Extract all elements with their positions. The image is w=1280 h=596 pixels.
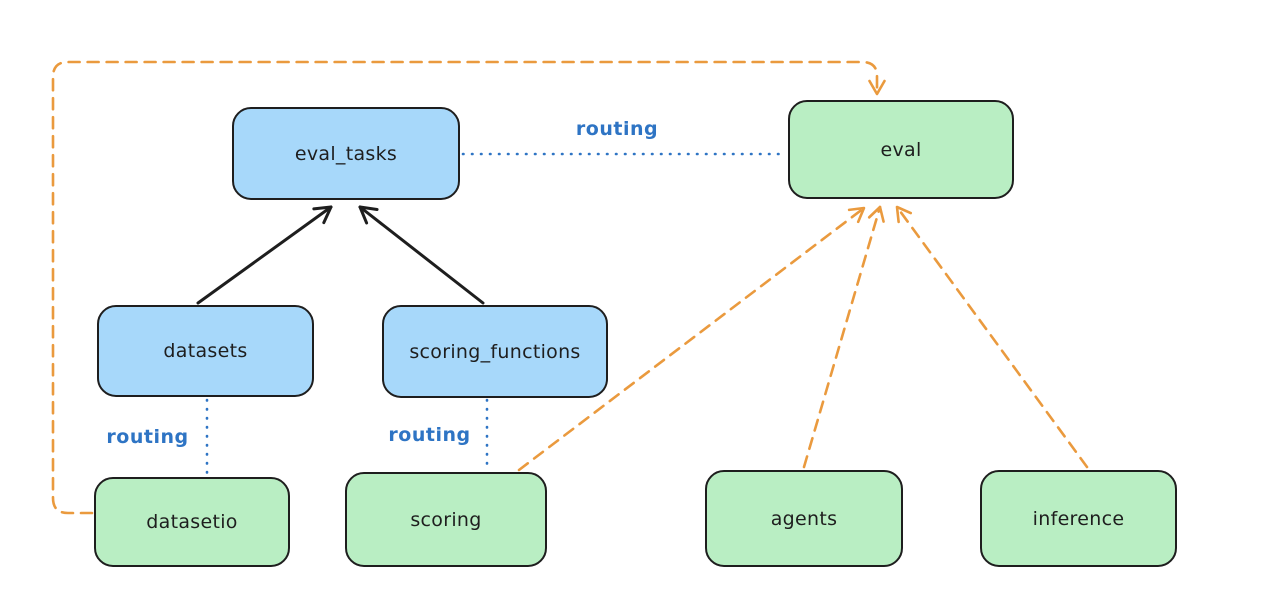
- node-eval: eval: [788, 100, 1014, 199]
- node-datasetio: datasetio: [94, 477, 290, 567]
- node-agents: agents: [705, 470, 903, 567]
- node-datasets: datasets: [97, 305, 314, 397]
- edge-scoring_functions-to-eval_tasks: [358, 205, 485, 305]
- node-eval_tasks-label: eval_tasks: [294, 142, 398, 165]
- edge-inference-to-eval: [895, 205, 1089, 469]
- edge-scoring-to-eval: [517, 206, 866, 472]
- node-datasetio-label: datasetio: [146, 511, 238, 533]
- node-eval-label: eval: [880, 138, 922, 161]
- node-eval_tasks: eval_tasks: [232, 107, 460, 200]
- node-inference: inference: [980, 470, 1177, 567]
- node-agents-label: agents: [770, 507, 838, 530]
- edge-datasets-to-eval_tasks: [196, 205, 333, 305]
- routing-label-eval_tasks-eval: routing: [575, 118, 659, 140]
- node-scoring-label: scoring: [410, 508, 482, 531]
- edge-agents-to-eval: [802, 205, 885, 469]
- node-datasets-label: datasets: [163, 340, 248, 362]
- routing-label-datasets-datasetio: routing: [106, 426, 189, 448]
- node-inference-label: inference: [1032, 507, 1125, 530]
- edge-datasetio-to-eval-loop: [51, 60, 886, 515]
- node-scoring_functions: scoring_functions: [382, 305, 608, 398]
- routing-label-scoring_functions-scoring: routing: [388, 424, 471, 446]
- node-scoring_functions-label: scoring_functions: [409, 340, 581, 363]
- node-scoring: scoring: [345, 472, 547, 567]
